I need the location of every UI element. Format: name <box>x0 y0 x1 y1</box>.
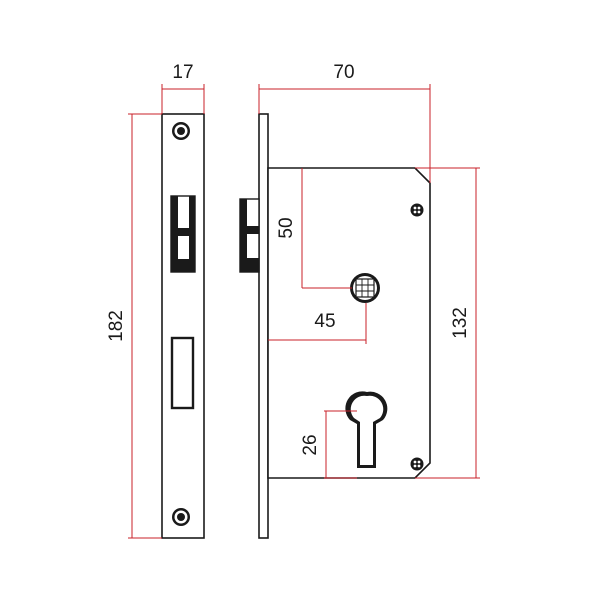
body-height-label: 132 <box>450 307 471 339</box>
case-screw-top <box>410 203 424 217</box>
cylinder-offset-label: 26 <box>300 434 321 455</box>
faceplate-width-label: 17 <box>172 62 193 83</box>
dimension-body-width: 70 <box>258 62 431 183</box>
lock-case <box>267 167 431 479</box>
backset-horizontal-label: 45 <box>314 311 335 332</box>
body-width-label: 70 <box>333 62 354 83</box>
faceplate-front-view <box>161 113 205 539</box>
cylinder-cutout <box>350 395 384 465</box>
faceplate-edge <box>258 113 269 539</box>
case-screw-bottom <box>410 457 424 471</box>
deadbolt-opening <box>170 336 195 410</box>
dimension-faceplate-height: 182 <box>106 113 162 539</box>
dimension-faceplate-width: 17 <box>161 62 205 114</box>
latch-bolt-opening <box>170 195 196 273</box>
faceplate-screw-bottom <box>172 508 190 526</box>
dimension-backset-vertical: 50 <box>276 168 352 289</box>
dimension-cylinder-offset: 26 <box>300 410 357 479</box>
latch-bolt-side <box>239 198 260 273</box>
spindle-follower <box>350 273 380 303</box>
faceplate-outline <box>161 113 205 539</box>
dimension-body-height: 132 <box>415 167 480 479</box>
faceplate-screw-top <box>172 122 190 140</box>
dimension-backset-horizontal: 45 <box>268 303 367 344</box>
backset-vertical-label: 50 <box>276 217 297 238</box>
faceplate-height-label: 182 <box>106 310 127 342</box>
lock-body-side-view <box>239 113 431 539</box>
